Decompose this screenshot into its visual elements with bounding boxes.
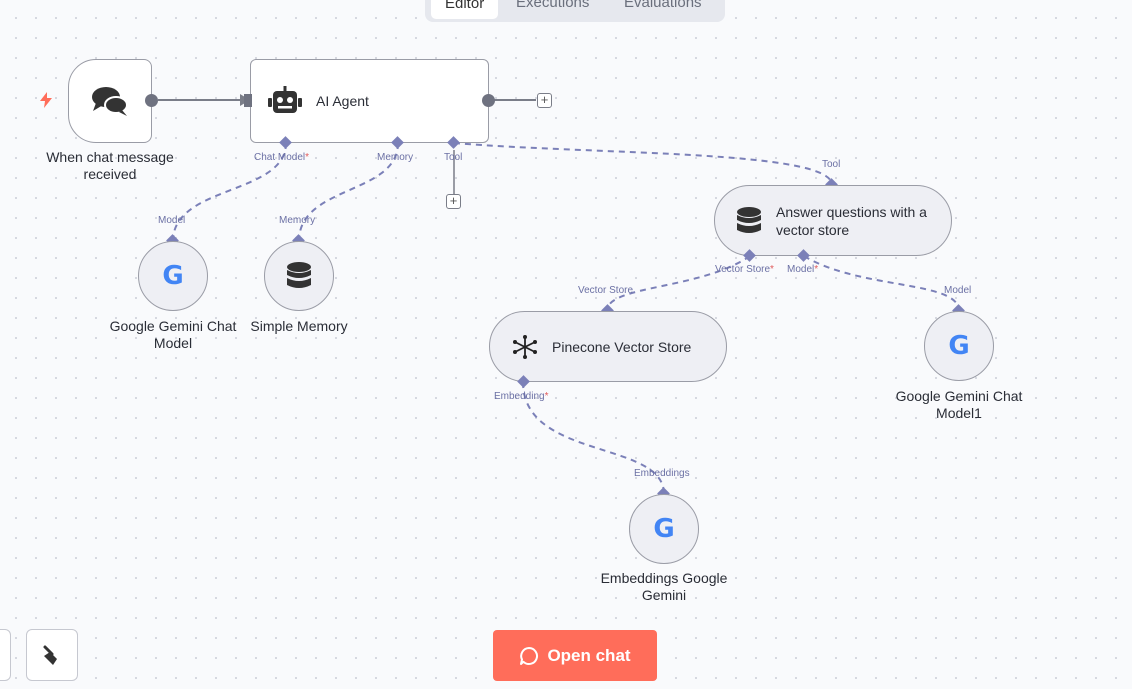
node-qa-vector-store[interactable]: Answer questions with a vector store bbox=[714, 185, 952, 256]
node-chat-trigger[interactable] bbox=[68, 59, 152, 143]
node-simple-memory[interactable] bbox=[264, 241, 334, 311]
handle-label-memory-input: Memory bbox=[279, 215, 316, 226]
clear-execution-button[interactable] bbox=[26, 629, 78, 681]
handle-label-qa-model: Model* bbox=[787, 264, 819, 275]
database-icon bbox=[737, 206, 761, 233]
handle-label-chat-model: Chat Model* bbox=[254, 152, 310, 163]
handle-label-model: Model bbox=[158, 215, 186, 226]
handle-label-gemini1-model: Model bbox=[944, 285, 972, 296]
tab-editor[interactable]: Editor bbox=[431, 0, 499, 19]
node-label-pinecone: Pinecone Vector Store bbox=[552, 338, 692, 355]
qa-model-edge bbox=[803, 255, 960, 312]
handle-label-tool: Tool bbox=[444, 152, 463, 163]
handle-label-qa-tool: Tool bbox=[822, 159, 841, 170]
vector-store-edge bbox=[606, 255, 751, 312]
node-label-chat-trigger: When chat message received bbox=[46, 149, 174, 182]
view-tabs: Editor Executions Evaluations bbox=[425, 0, 725, 22]
handle-label-embeddings: Embeddings bbox=[634, 468, 690, 479]
open-chat-label: Open chat bbox=[547, 645, 631, 665]
tool-edge bbox=[453, 142, 833, 186]
model-edge bbox=[172, 142, 287, 242]
agent-output-handle[interactable] bbox=[482, 94, 495, 107]
handle-label-pinecone-vector-store: Vector Store bbox=[578, 285, 634, 296]
pinecone-icon bbox=[513, 334, 537, 359]
database-icon bbox=[287, 262, 311, 288]
tab-evaluations[interactable]: Evaluations bbox=[624, 0, 702, 11]
node-label-gemini-chat1: Google Gemini Chat Model1 bbox=[895, 388, 1023, 421]
zoom-control-button[interactable] bbox=[0, 629, 11, 681]
node-embeddings-gemini[interactable]: G bbox=[629, 494, 699, 564]
agent-input-handle[interactable] bbox=[244, 94, 252, 107]
tab-executions[interactable]: Executions bbox=[516, 0, 590, 11]
node-label-embeddings-gemini: Embeddings Google Gemini bbox=[600, 570, 728, 603]
node-gemini-chat[interactable]: G bbox=[138, 241, 208, 311]
trigger-output-handle[interactable] bbox=[145, 94, 158, 107]
google-icon: G bbox=[948, 331, 970, 361]
handle-label-memory: Memory bbox=[377, 152, 414, 163]
google-icon: G bbox=[162, 261, 184, 291]
chat-bubbles-icon bbox=[92, 87, 128, 116]
node-gemini-chat1[interactable]: G bbox=[924, 311, 994, 381]
node-label-qa-vector-store: Answer questions with a vector store bbox=[776, 203, 927, 238]
chat-bubble-icon bbox=[520, 646, 539, 665]
node-label-gemini-chat: Google Gemini Chat Model bbox=[109, 318, 237, 351]
node-label-ai-agent: AI Agent bbox=[316, 93, 369, 109]
node-ai-agent[interactable]: AI Agent bbox=[250, 59, 489, 143]
handle-label-embedding: Embedding* bbox=[494, 391, 549, 402]
lightning-icon bbox=[40, 92, 52, 108]
add-node-button[interactable]: + bbox=[537, 93, 552, 108]
node-pinecone[interactable]: Pinecone Vector Store bbox=[489, 311, 727, 382]
embedding-edge bbox=[522, 381, 665, 495]
google-icon: G bbox=[653, 514, 675, 544]
add-tool-button[interactable]: + bbox=[446, 194, 461, 209]
handle-label-vector-store: Vector Store* bbox=[715, 264, 774, 275]
open-chat-button[interactable]: Open chat bbox=[493, 630, 657, 681]
broom-icon bbox=[43, 645, 57, 665]
robot-icon bbox=[268, 86, 302, 113]
node-label-simple-memory: Simple Memory bbox=[250, 318, 348, 334]
